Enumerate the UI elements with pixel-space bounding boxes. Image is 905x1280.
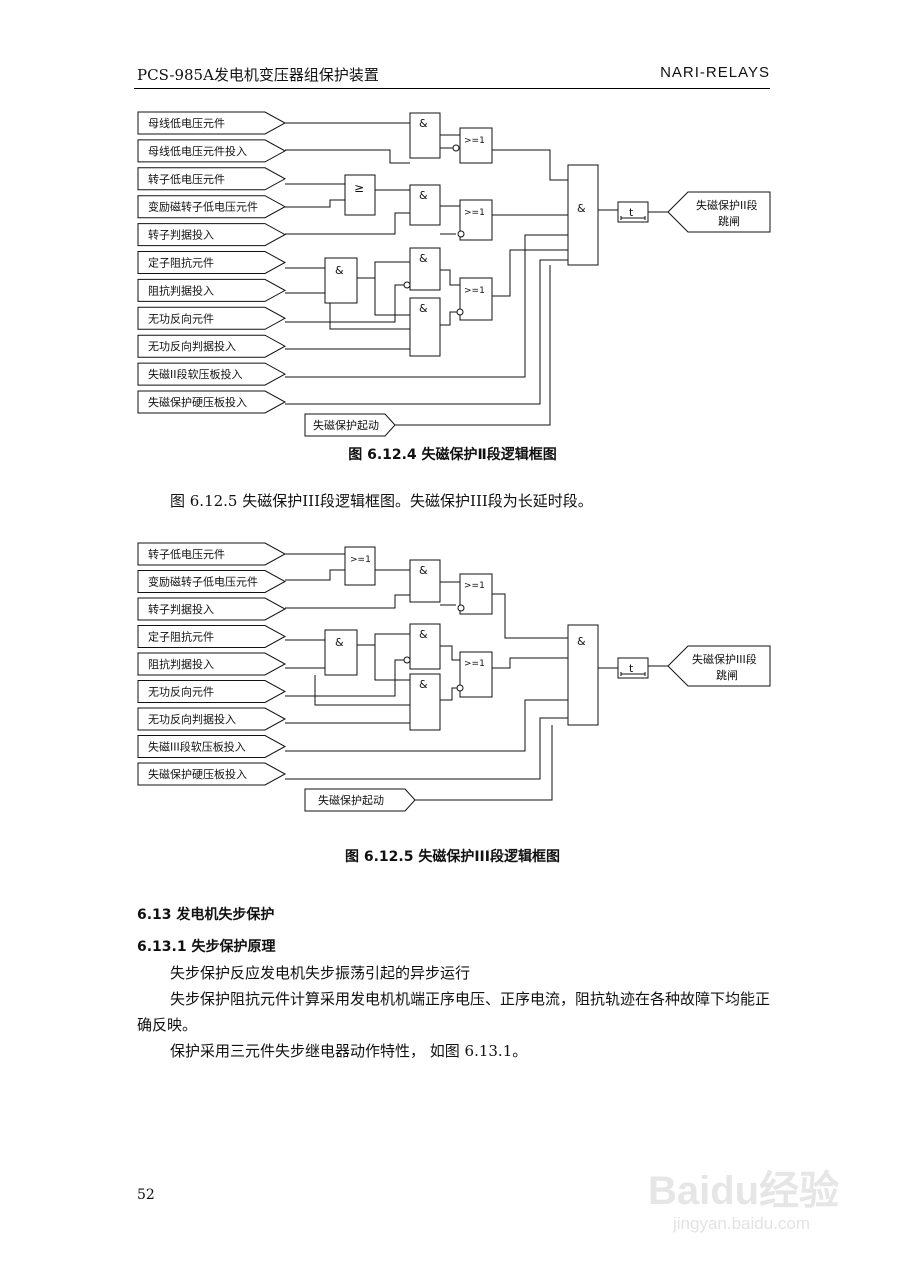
input-signal-label: 失磁保护硬压板投入 bbox=[148, 767, 247, 781]
subsection-heading: 6.13.1 失步保护原理 bbox=[137, 936, 275, 956]
start-label: 失磁保护起动 bbox=[313, 418, 379, 432]
and-gate-label: & bbox=[419, 117, 428, 130]
input-signal-label: 阻抗判据投入 bbox=[148, 283, 214, 297]
watermark-url: jingyan.baidu.com bbox=[673, 1214, 811, 1233]
input-signal-box bbox=[137, 223, 287, 247]
input-signal-box bbox=[137, 542, 287, 566]
watermark: Baidu经验 jingyan.baidu.com bbox=[648, 1148, 848, 1248]
input-signal-box bbox=[137, 625, 287, 648]
timer-label: t bbox=[629, 206, 634, 219]
and-gate-label: & bbox=[335, 264, 344, 277]
input-signal-label: 失磁II段软压板投入 bbox=[148, 367, 243, 381]
paragraph: 失步保护反应发电机失步振荡引起的异步运行 bbox=[170, 964, 471, 982]
input-signal-box bbox=[137, 334, 287, 358]
output-label: 跳闸 bbox=[718, 214, 740, 228]
output-label: 失磁保护III段 bbox=[692, 652, 757, 666]
and-gate-label: & bbox=[577, 635, 586, 648]
input-signal-box bbox=[137, 195, 287, 219]
input-signal-box bbox=[137, 278, 287, 302]
or-gate-label: >=1 bbox=[464, 136, 485, 146]
header-title: PCS-985A发电机变压器组保护装置 bbox=[137, 66, 379, 84]
input-signal-box bbox=[137, 362, 287, 386]
section-heading: 6.13 发电机失步保护 bbox=[137, 904, 274, 924]
output-label: 跳闸 bbox=[716, 668, 738, 682]
input-signal-label: 无功反向判据投入 bbox=[148, 712, 236, 726]
logic-diagram-stage2: 母线低电压元件母线低电压元件投入转子低电压元件变励磁转子低电压元件转子判据投入定… bbox=[137, 111, 771, 437]
input-signal-box bbox=[137, 251, 287, 274]
input-signal-box bbox=[137, 167, 287, 191]
input-signal-box bbox=[137, 570, 287, 593]
paragraph: 失步保护阻抗元件计算采用发电机机端正序电压、正序电流，阻抗轨迹在各种故障下均能正… bbox=[137, 990, 771, 1034]
or-gate-label: >=1 bbox=[464, 286, 485, 296]
input-signal-label: 失磁保护硬压板投入 bbox=[148, 395, 247, 409]
input-signal-label: 母线低电压元件投入 bbox=[148, 144, 247, 158]
input-signal-label: 定子阻抗元件 bbox=[148, 256, 214, 270]
input-signal-label: 定子阻抗元件 bbox=[148, 630, 214, 644]
input-signal-label: 无功反向元件 bbox=[148, 311, 214, 325]
and-gate-label: & bbox=[419, 189, 428, 202]
ge-gate-label: ≥ bbox=[354, 181, 364, 195]
and-gate-label: & bbox=[419, 252, 428, 265]
logic-diagram-stage3: 转子低电压元件变励磁转子低电压元件转子判据投入定子阻抗元件阻抗判据投入无功反向元… bbox=[137, 542, 771, 812]
section-title: 发电机失步保护 bbox=[176, 907, 275, 923]
and-gate-label: & bbox=[335, 636, 344, 649]
header-brand: NARI-RELAYS bbox=[660, 64, 770, 81]
section-number: 6.13 bbox=[137, 907, 172, 923]
intro-line: 图 6.12.5 失磁保护III段逻辑框图。失磁保护III段为长延时段。 bbox=[170, 492, 593, 510]
or-gate-label: >=1 bbox=[464, 581, 485, 591]
input-signal-box bbox=[137, 707, 287, 731]
start-label: 失磁保护起动 bbox=[318, 793, 384, 807]
header-rule bbox=[134, 88, 770, 89]
and-gate-label: & bbox=[419, 564, 428, 577]
and-gate-label: & bbox=[419, 628, 428, 641]
input-signal-label: 转子判据投入 bbox=[148, 228, 214, 242]
input-signal-box bbox=[137, 306, 287, 330]
subsection-number: 6.13.1 bbox=[137, 939, 187, 955]
input-signal-box bbox=[137, 762, 287, 786]
input-signal-box bbox=[137, 111, 287, 135]
input-signal-label: 无功反向判据投入 bbox=[148, 339, 236, 353]
or-gate-label: >=1 bbox=[464, 208, 485, 218]
figure-caption: 图 6.12.4 失磁保护Ⅱ段逻辑框图 bbox=[348, 447, 557, 463]
input-signal-box bbox=[137, 390, 287, 414]
input-signal-label: 母线低电压元件 bbox=[148, 116, 225, 130]
input-signal-box bbox=[137, 735, 287, 758]
input-signal-label: 变励磁转子低电压元件 bbox=[148, 200, 258, 214]
input-signal-box bbox=[137, 652, 287, 676]
input-signal-label: 阻抗判据投入 bbox=[148, 657, 214, 671]
paragraph: 保护采用三元件失步继电器动作特性， 如图 6.13.1。 bbox=[170, 1042, 528, 1060]
and-gate-label: & bbox=[577, 202, 586, 215]
figure-caption: 图 6.12.5 失磁保护III段逻辑框图 bbox=[345, 849, 560, 865]
input-signal-box bbox=[137, 139, 287, 163]
output-label: 失磁保护II段 bbox=[696, 198, 758, 212]
timer-label: t bbox=[629, 662, 634, 675]
input-signal-label: 变励磁转子低电压元件 bbox=[148, 575, 258, 589]
input-signal-label: 转子低电压元件 bbox=[148, 172, 225, 186]
input-signal-label: 失磁III段软压板投入 bbox=[148, 740, 246, 754]
subsection-title: 失步保护原理 bbox=[191, 939, 276, 955]
watermark-brand: Baidu经验 bbox=[648, 1169, 840, 1213]
and-gate-label: & bbox=[419, 678, 428, 691]
or-gate-label: >=1 bbox=[350, 555, 371, 565]
and-gate-label: & bbox=[419, 302, 428, 315]
input-signal-label: 无功反向元件 bbox=[148, 685, 214, 699]
input-signal-box bbox=[137, 680, 287, 703]
input-signal-box bbox=[137, 597, 287, 621]
or-gate-label: >=1 bbox=[464, 659, 485, 669]
page-number: 52 bbox=[137, 1187, 155, 1203]
input-signal-label: 转子判据投入 bbox=[148, 602, 214, 616]
input-signal-label: 转子低电压元件 bbox=[148, 547, 225, 561]
